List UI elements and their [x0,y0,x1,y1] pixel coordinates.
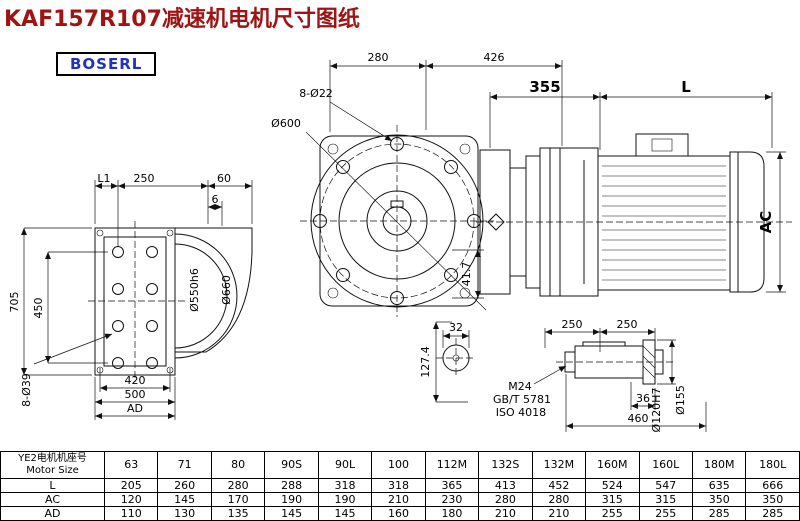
dim-value-cell: 170 [210,492,266,507]
dim-value-cell: 110 [103,506,159,521]
dim-label-ad: AD [127,402,143,415]
dim-value-cell: 145 [264,506,319,521]
row-label-cell: AD [0,506,105,521]
dim-label-32: 32 [449,321,463,334]
dim-label-280: 280 [368,51,389,64]
dim-label-705: 705 [8,292,21,313]
dim-label-d155: Ø155 [674,385,687,415]
dim-value-cell: 350 [691,492,747,507]
dim-value-cell: 210 [478,506,533,521]
dim-value-cell: 350 [745,492,800,507]
front-view: Ø550h6 Ø660 L1 250 60 6 705 450 420 500 [8,172,253,420]
dim-value-cell: 190 [264,492,319,507]
dim-label-AC: AC [757,211,775,234]
dim-label-127-4: 127.4 [419,346,432,378]
dim-value-cell: 666 [745,478,800,493]
dim-value-cell: 145 [317,506,373,521]
side-view: 355 L AC [476,78,792,297]
dim-value-cell: 205 [103,478,159,493]
label-gbt-5781: GB/T 5781 [493,393,551,406]
dim-value-cell: 285 [745,506,800,521]
dim-value-cell: 288 [264,478,319,493]
dim-value-cell: 413 [478,478,533,493]
motor-size-cell: 180L [745,451,800,479]
motor-size-cell: 63 [103,451,159,479]
dim-value-cell: 135 [210,506,266,521]
dim-value-cell: 230 [424,492,480,507]
dim-value-cell: 210 [531,506,587,521]
shaft-detail-view: 250 250 M24 GB/T 5781 ISO 4018 36 460 Ø1… [493,318,707,433]
brand-logo: BOSERL [56,52,157,76]
row-label-cell: L [0,478,105,493]
dim-value-cell: 180 [424,506,480,521]
motor-size-cell: 112M [424,451,480,479]
dim-value-cell: 255 [585,506,640,521]
dim-value-cell: 145 [157,492,212,507]
dim-label-355: 355 [529,78,560,96]
dim-value-cell: 255 [638,506,693,521]
dim-value-cell: 280 [210,478,266,493]
dim-value-cell: 365 [424,478,480,493]
dim-value-cell: 452 [531,478,587,493]
dim-value-cell: 524 [585,478,640,493]
dim-value-cell: 280 [531,492,587,507]
dim-label-500: 500 [125,388,146,401]
dim-label-l1: L1 [97,172,110,185]
row-label-cell: AC [0,492,105,507]
dim-value-cell: 260 [157,478,212,493]
dim-label-motor-L: L [681,78,691,96]
holes-callout-8xd39: 8-Ø39 [20,373,33,407]
motor-size-cell: 160L [638,451,693,479]
label-iso-4018: ISO 4018 [496,406,546,419]
dim-label-d550: Ø550h6 [188,268,201,312]
dim-label-250: 250 [134,172,155,185]
dim-value-cell: 547 [638,478,693,493]
dim-label-41-7: 41.7 [460,262,473,287]
holes-callout-8xd22: 8-Ø22 [299,87,333,100]
dim-label-460: 460 [628,412,649,425]
dim-value-cell: 160 [371,506,426,521]
dim-value-cell: 318 [317,478,373,493]
dim-label-426: 426 [484,51,505,64]
dim-value-cell: 190 [317,492,373,507]
dim-value-cell: 130 [157,506,212,521]
motor-size-cell: 180M [691,451,747,479]
dim-label-60: 60 [217,172,231,185]
dim-value-cell: 210 [371,492,426,507]
dim-value-cell: 280 [478,492,533,507]
motor-size-cell: 90S [264,451,319,479]
motor-size-cell: 90L [317,451,373,479]
dim-label-450: 450 [32,298,45,319]
motor-size-cell: 80 [210,451,266,479]
page-title: KAF157R107减速机电机尺寸图纸 [4,7,360,32]
dim-label-d120: Ø120H7 [650,388,663,433]
dim-label-420: 420 [125,374,146,387]
motor-size-cell: 100 [371,451,426,479]
dim-value-cell: 315 [585,492,640,507]
dim-label-250b: 250 [617,318,638,331]
dim-label-6: 6 [212,193,219,206]
motor-size-cell: 132S [478,451,533,479]
dim-value-cell: 318 [371,478,426,493]
flange-view: Ø600 8-Ø22 280 426 41.7 32 127.4 [271,51,563,403]
motor-size-cell: 71 [157,451,212,479]
dim-label-d660: Ø660 [220,275,233,305]
dim-label-d600: Ø600 [271,117,301,130]
dim-label-36: 36 [636,392,650,405]
label-m24: M24 [508,380,532,393]
dim-value-cell: 635 [691,478,747,493]
dim-label-250a: 250 [562,318,583,331]
motor-size-cell: 132M [531,451,587,479]
dim-value-cell: 285 [691,506,747,521]
dim-value-cell: 120 [103,492,159,507]
dim-value-cell: 315 [638,492,693,507]
motor-size-cell: 160M [585,451,640,479]
